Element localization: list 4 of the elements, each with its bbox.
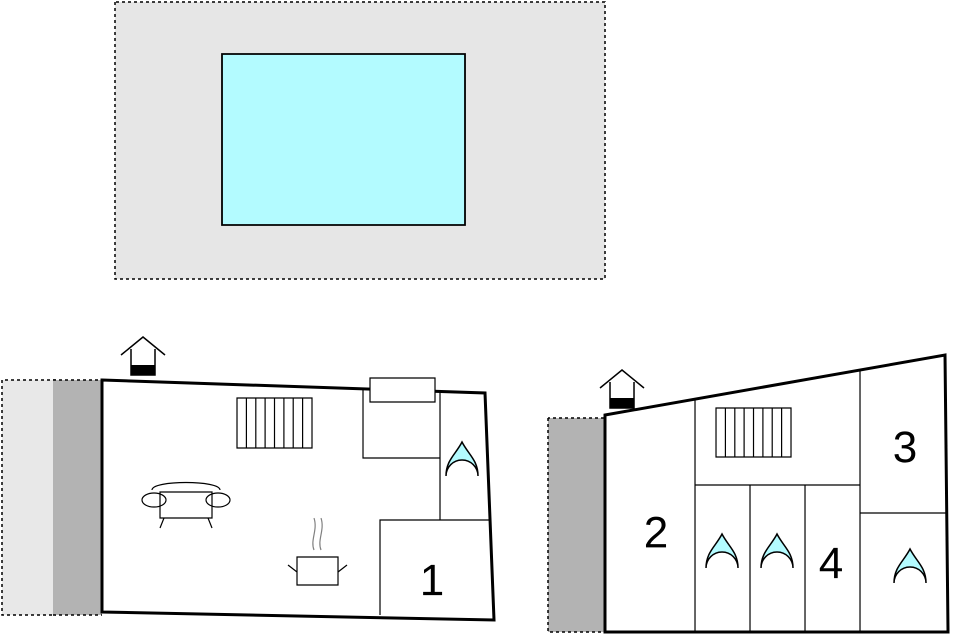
room-number: 3 — [894, 431, 916, 463]
room-number: 2 — [646, 516, 666, 548]
room-number: 4 — [820, 548, 842, 578]
room-number: 1 — [423, 564, 442, 596]
